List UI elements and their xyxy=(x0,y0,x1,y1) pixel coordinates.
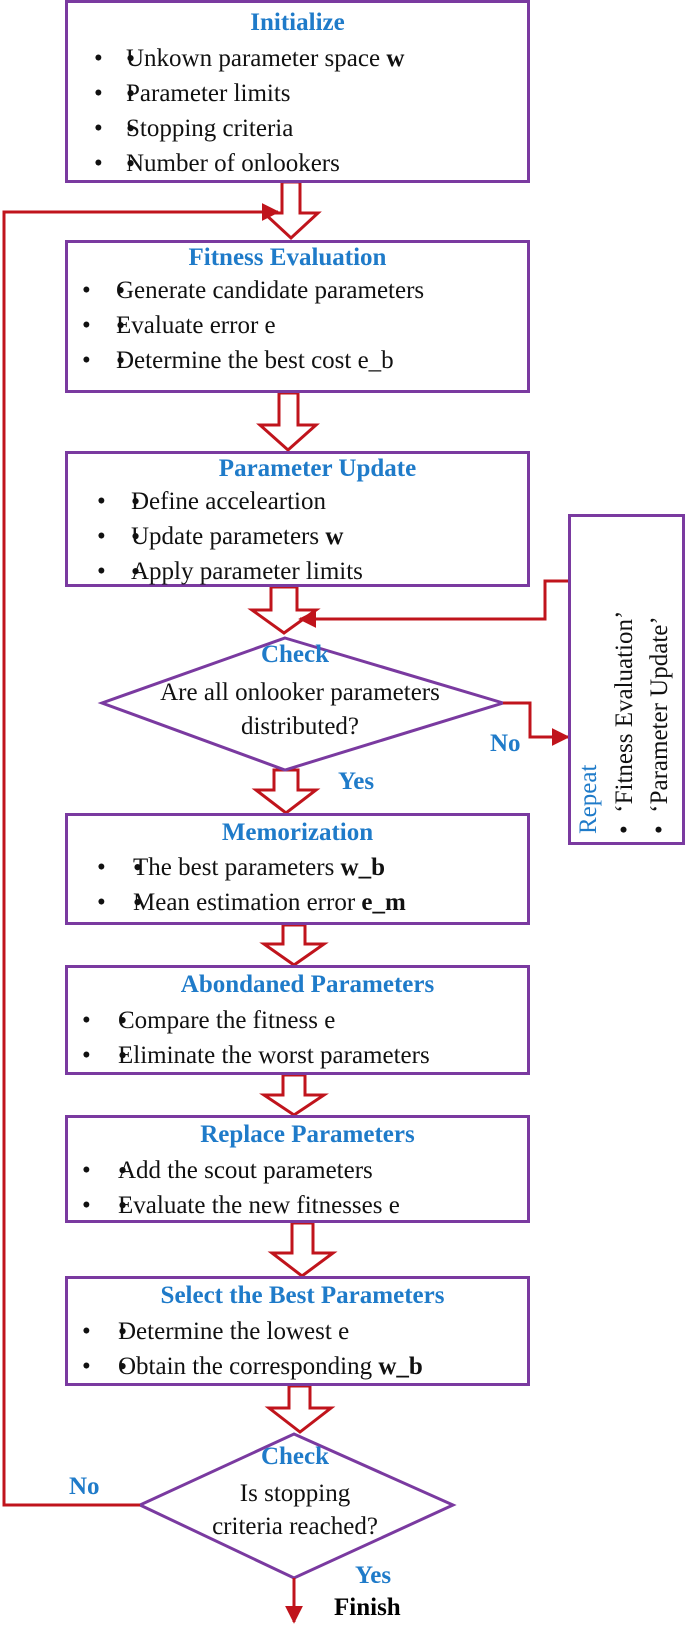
list-item: •Number of onlookers xyxy=(94,146,404,181)
block-arrow-4 xyxy=(251,768,321,815)
fitness-evaluation-box: Fitness Evaluation •Generate candidate p… xyxy=(65,240,530,393)
loop-back-connector xyxy=(2,203,280,1507)
list-item: •Update parameters w xyxy=(97,519,363,554)
param-update-list: •Define acceleartion •Update parameters … xyxy=(97,484,363,589)
check1-line1: Are all onlooker parameters xyxy=(160,679,440,706)
fitness-list: •Generate candidate parameters •Evaluate… xyxy=(82,273,424,378)
check2-line2: criteria reached? xyxy=(212,1513,378,1540)
memorization-title: Memorization xyxy=(221,819,374,846)
list-item: •Unkown parameter space w xyxy=(94,41,404,76)
fitness-evaluation-title: Fitness Evaluation xyxy=(188,244,387,271)
check2-line1: Is stopping xyxy=(239,1480,351,1507)
repeat-item-update: • ‘Parameter Update’ xyxy=(646,616,673,834)
check2-no-label: No xyxy=(69,1473,100,1500)
check1-no-label: No xyxy=(490,730,521,757)
list-item: •Obtain the corresponding w_b xyxy=(82,1349,423,1384)
repeat-item-fitness: • ‘Fitness Evaluation’ xyxy=(611,610,638,834)
list-item: •Parameter limits xyxy=(94,76,404,111)
repeat-title: Repeat xyxy=(575,764,602,834)
replace-parameters-title: Replace Parameters xyxy=(200,1121,415,1148)
block-arrow-7 xyxy=(267,1221,338,1278)
check1-yes-label: Yes xyxy=(338,768,375,795)
block-arrow-6 xyxy=(259,1073,329,1117)
list-item: •Evaluate error e xyxy=(82,308,424,343)
list-item: •Apply parameter limits xyxy=(97,554,363,589)
list-item: •Compare the fitness e xyxy=(82,1003,430,1038)
initialize-list: •Unkown parameter space w •Parameter lim… xyxy=(94,41,404,181)
block-arrow-2 xyxy=(256,391,320,453)
abondaned-parameters-title: Abondaned Parameters xyxy=(180,971,435,998)
check1-no-connector xyxy=(503,701,570,746)
check1-title: Check xyxy=(260,641,330,668)
list-item: •Evaluate the new fitnesses e xyxy=(82,1188,400,1223)
list-item: •The best parameters w_b xyxy=(97,850,406,885)
list-item: •Determine the lowest e xyxy=(82,1314,423,1349)
check2-title: Check xyxy=(260,1443,330,1470)
initialize-title: Initialize xyxy=(250,9,345,36)
block-arrow-3 xyxy=(247,585,321,635)
select-best-parameters-title: Select the Best Parameters xyxy=(160,1282,445,1309)
replace-parameters-box: Replace Parameters •Add the scout parame… xyxy=(65,1115,530,1223)
abondaned-list: •Compare the fitness e •Eliminate the wo… xyxy=(82,1003,430,1073)
list-item: •Generate candidate parameters xyxy=(82,273,424,308)
block-arrow-1 xyxy=(260,180,322,241)
parameter-update-title: Parameter Update xyxy=(218,455,417,482)
block-arrow-5 xyxy=(259,923,329,967)
block-arrow-8 xyxy=(264,1384,336,1434)
select-best-parameters-box: Select the Best Parameters •Determine th… xyxy=(65,1276,530,1386)
memorization-list: •The best parameters w_b •Mean estimatio… xyxy=(97,850,406,920)
abondaned-parameters-box: Abondaned Parameters •Compare the fitnes… xyxy=(65,965,530,1075)
finish-label: Finish xyxy=(334,1594,401,1621)
list-item: •Mean estimation error e_m xyxy=(97,885,406,920)
select-best-list: •Determine the lowest e •Obtain the corr… xyxy=(82,1314,423,1384)
repeat-return-connector xyxy=(298,579,568,628)
list-item: •Determine the best cost e_b xyxy=(82,343,424,378)
replace-list: •Add the scout parameters •Evaluate the … xyxy=(82,1153,400,1223)
list-item: •Add the scout parameters xyxy=(82,1153,400,1188)
list-item: •Define acceleartion xyxy=(97,484,363,519)
initialize-box: Initialize •Unkown parameter space w •Pa… xyxy=(65,0,530,183)
list-item: •Eliminate the worst parameters xyxy=(82,1038,430,1073)
check1-diamond xyxy=(97,636,509,772)
list-item: •Stopping criteria xyxy=(94,111,404,146)
repeat-box: Repeat • ‘Fitness Evaluation’ • ‘Paramet… xyxy=(568,514,685,845)
parameter-update-box: Parameter Update •Define acceleartion •U… xyxy=(65,451,530,589)
check2-yes-label: Yes xyxy=(355,1562,392,1589)
memorization-box: Memorization •The best parameters w_b •M… xyxy=(65,813,530,925)
check1-line2: distributed? xyxy=(240,713,360,740)
